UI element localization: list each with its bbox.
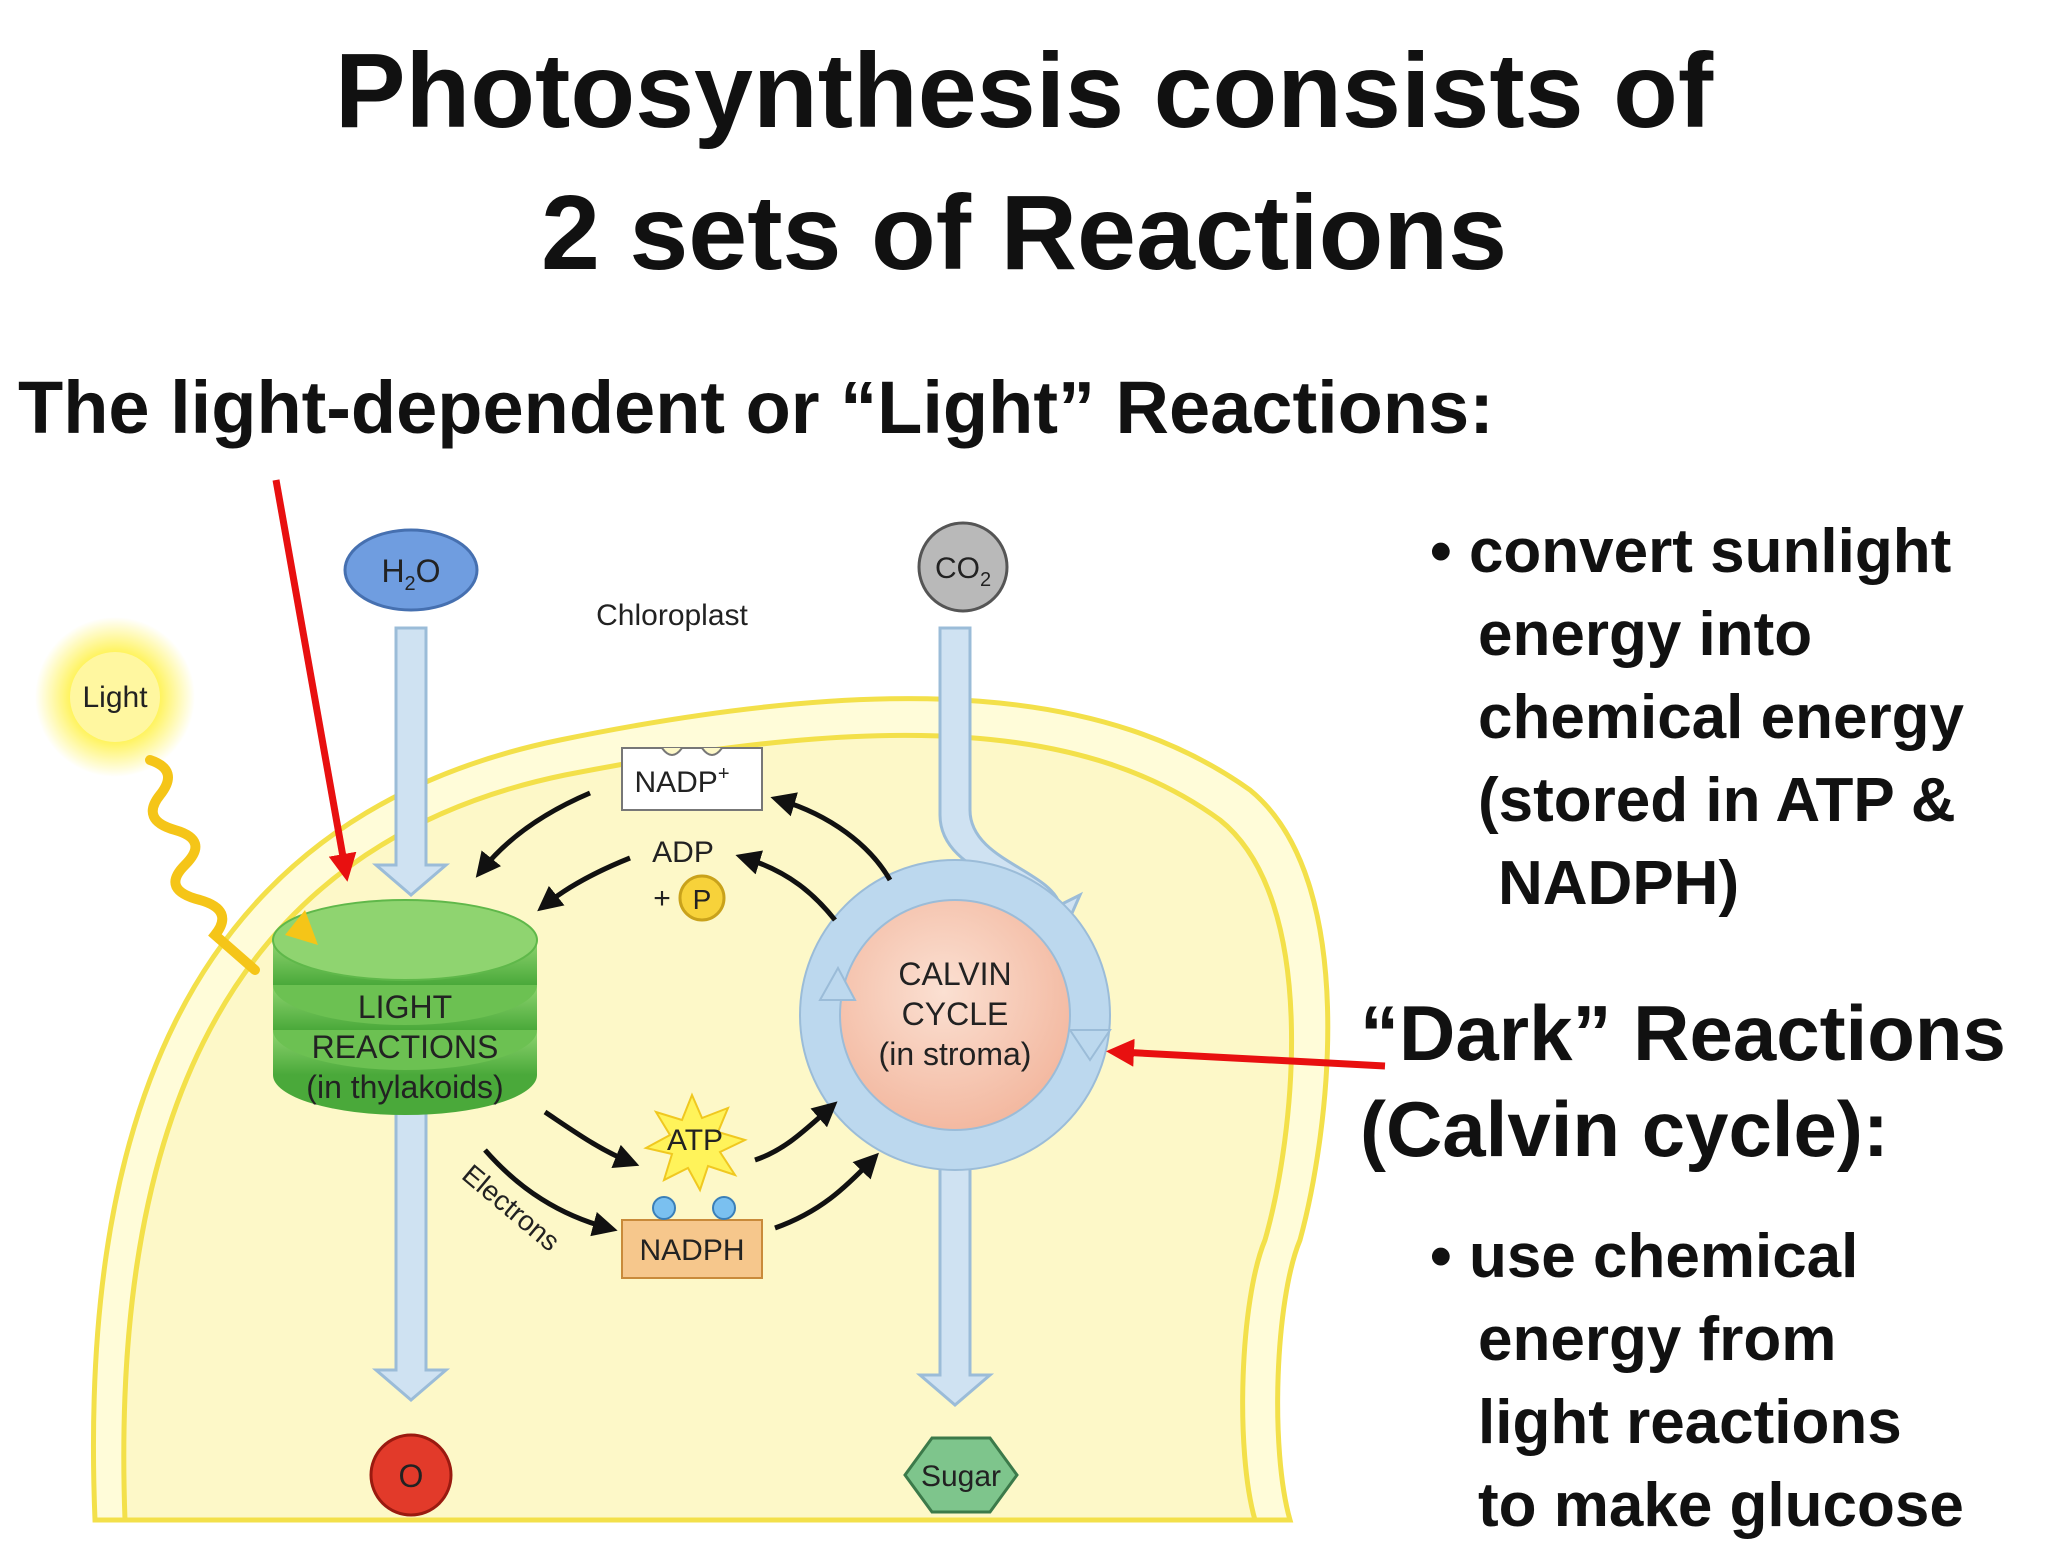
calvin-cycle-ring-edge <box>799 859 1111 1171</box>
arrow-calvin-to-adp <box>735 850 837 922</box>
title-line-1: Photosynthesis consists of <box>334 32 1714 150</box>
arrow-nadp-to-thylakoid <box>475 790 591 878</box>
light-label: Light <box>82 681 148 714</box>
h2o-molecule <box>343 528 479 612</box>
atp-label: ATP <box>667 1124 723 1157</box>
nadph-label: NADPH <box>639 1234 744 1267</box>
light-bullet-line-5: NADPH) <box>1498 849 1740 918</box>
light-reactions-pointer-arrow <box>272 479 357 882</box>
co2-label: CO2 <box>935 552 991 591</box>
calvin-ring-arrowhead-left <box>818 965 857 1001</box>
plus-sign: + <box>653 882 671 915</box>
light-reactions-heading: The light-dependent or “Light” Reactions… <box>18 366 1494 449</box>
light-bullet-line-1: • convert sunlight <box>1430 517 1952 586</box>
light-wave-icon <box>145 755 260 975</box>
light-reactions-line-1: LIGHT <box>358 989 452 1025</box>
dark-reactions-heading: “Dark” Reactions (Calvin cycle): <box>1360 985 2006 1177</box>
dark-heading-line-1: “Dark” Reactions <box>1360 989 2006 1077</box>
nadp-label: NADP+ <box>634 763 729 799</box>
calvin-ring-arrowhead-right <box>1068 1029 1112 1062</box>
nadph-box <box>621 1219 763 1279</box>
arrow-adp-to-thylakoid <box>537 855 631 912</box>
oxygen-label: O <box>399 1458 424 1494</box>
title-line-2: 2 sets of Reactions <box>540 174 1508 292</box>
light-reactions-line-2: REACTIONS <box>312 1029 499 1065</box>
light-wave-arrowhead <box>285 910 318 945</box>
sun-core <box>70 652 160 742</box>
calvin-cycle-ring <box>800 860 1110 1170</box>
arrow-thylakoid-to-atp <box>543 1109 640 1169</box>
co2-molecule <box>917 521 1009 613</box>
nadp-box <box>621 747 763 811</box>
phosphate-molecule <box>678 874 726 922</box>
sugar-label: Sugar <box>921 1460 1001 1493</box>
nadp-box-notch <box>661 747 723 756</box>
h2o-label: H2O <box>381 553 440 595</box>
thylakoid-disc-top-cap <box>272 899 538 981</box>
atp-starburst <box>643 1092 748 1193</box>
calvin-line-1: CALVIN <box>898 956 1011 992</box>
calvin-line-2: CYCLE <box>902 996 1009 1032</box>
calvin-line-3: (in stroma) <box>879 1036 1032 1072</box>
electron-dot-left <box>652 1196 676 1220</box>
water-inflow-arrow <box>371 626 451 897</box>
dark-bullet-line-2: energy from <box>1478 1305 1837 1374</box>
light-bullet-line-4: (stored in ATP & <box>1478 766 1956 835</box>
dark-bullet-line-1: • use chemical <box>1430 1222 1859 1291</box>
arrow-thylakoid-to-nadph <box>483 1148 618 1237</box>
light-reactions-line-3: (in thylakoids) <box>306 1069 503 1105</box>
dark-reactions-bullet: • use chemical energy from light reactio… <box>1430 1215 1964 1547</box>
light-reactions-bullet: • convert sunlight energy into chemical … <box>1430 510 1964 925</box>
arrow-nadph-to-calvin <box>774 1152 879 1231</box>
sugar-molecule <box>903 1436 1019 1514</box>
chloroplast-label: Chloroplast <box>596 599 748 632</box>
dark-heading-line-2: (Calvin cycle): <box>1360 1085 1889 1173</box>
dark-reactions-pointer-arrow <box>1106 1038 1386 1070</box>
calvin-cycle-core <box>839 899 1071 1131</box>
slide-title: Photosynthesis consists of 2 sets of Rea… <box>0 20 2048 304</box>
arrow-calvin-to-nadp <box>770 792 893 882</box>
dark-bullet-line-3: light reactions <box>1478 1388 1902 1457</box>
sugar-outflow-arrow <box>915 1148 995 1407</box>
light-bullet-line-2: energy into <box>1478 600 1813 669</box>
phosphate-label: P <box>693 884 712 915</box>
oxygen-outflow-arrow <box>371 1108 451 1402</box>
arrow-atp-to-calvin <box>754 1101 838 1163</box>
oxygen-molecule <box>369 1433 453 1517</box>
dark-bullet-line-4: to make glucose <box>1478 1471 1964 1540</box>
adp-label: ADP <box>652 836 714 869</box>
light-bullet-line-3: chemical energy <box>1478 683 1964 752</box>
electron-dot-right <box>712 1196 736 1220</box>
